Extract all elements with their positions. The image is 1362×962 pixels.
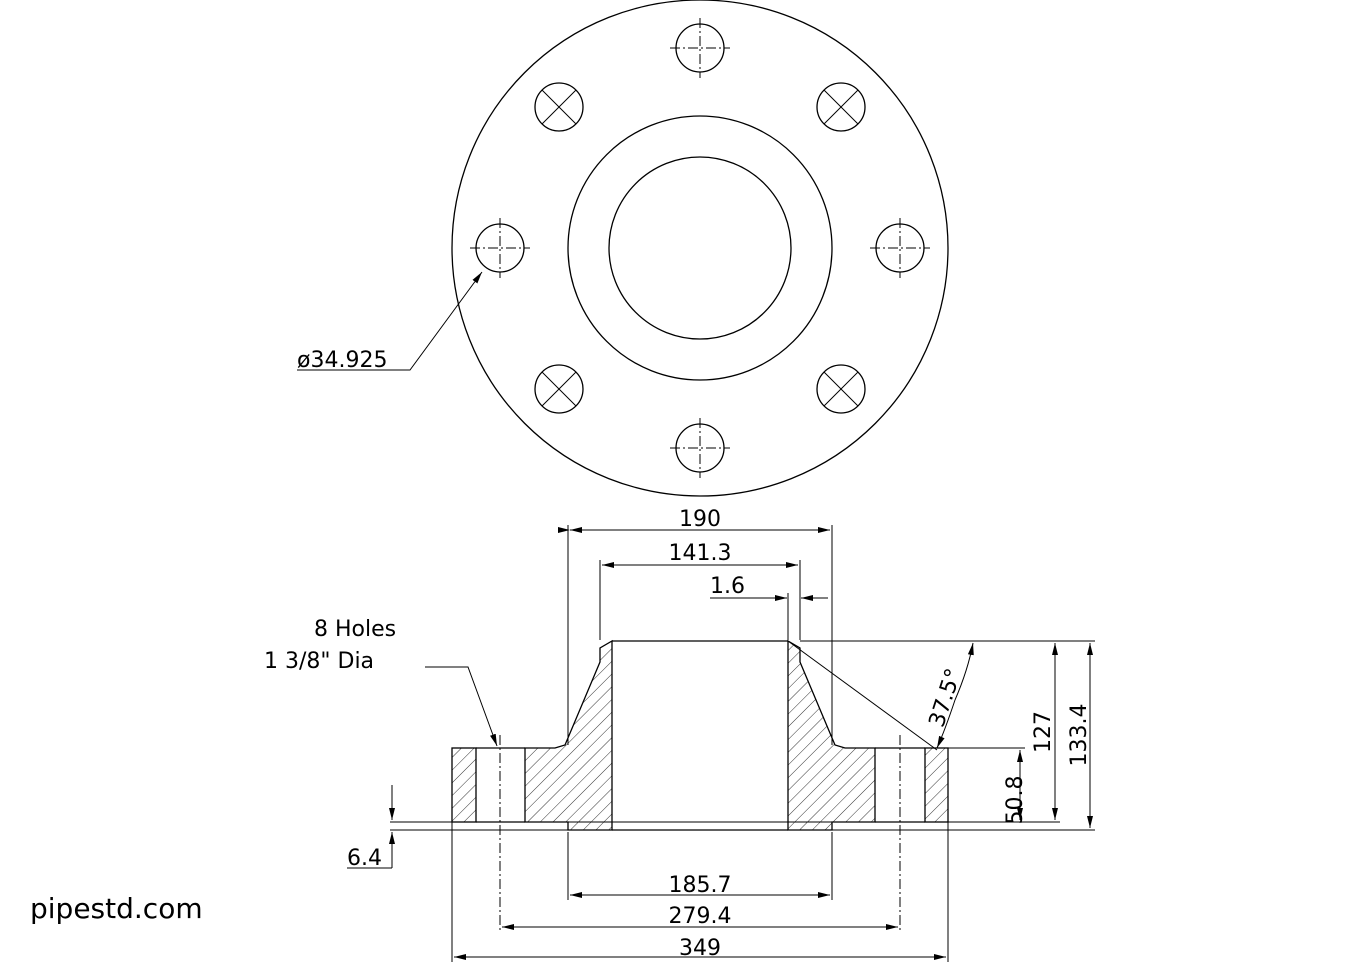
dim-1-6: 1.6 — [710, 574, 745, 599]
bolt-hole — [870, 218, 930, 278]
dim-190: 190 — [679, 507, 721, 532]
holes-note-line2: 1 3/8" Dia — [264, 649, 374, 674]
bolt-hole — [816, 82, 866, 132]
bolt-holes — [470, 18, 930, 478]
bolt-hole — [534, 82, 584, 132]
bolt-hole — [534, 364, 584, 414]
flange-ring-right — [924, 747, 949, 823]
dim-6-4: 6.4 — [347, 846, 382, 871]
bolt-hole — [816, 364, 866, 414]
bolt-hole — [470, 218, 530, 278]
holes-note-leader — [425, 666, 498, 747]
dim-angle: 37.5° — [925, 666, 967, 731]
flange-ring-left — [451, 747, 477, 823]
flange-outer-circle — [451, 0, 949, 497]
brand-watermark: pipestd.com — [30, 892, 203, 925]
top-view: ø34.925 — [297, 0, 949, 497]
dim-133-4: 133.4 — [1067, 704, 1092, 767]
bolt-hole — [670, 418, 730, 478]
holes-note-line1: 8 Holes — [314, 617, 396, 642]
hole-diameter-label: ø34.925 — [297, 348, 387, 373]
dim-127: 127 — [1031, 711, 1056, 753]
dim-141-3: 141.3 — [669, 541, 732, 566]
bore-circle — [608, 156, 792, 340]
hole-diameter-leader — [297, 271, 483, 371]
dim-50-8: 50.8 — [1003, 776, 1028, 825]
bolt-hole — [670, 18, 730, 78]
dim-279-4: 279.4 — [669, 904, 732, 929]
raised-face-circle — [567, 115, 833, 381]
section-view: 190 141.3 1.6 50.8 127 133.4 6.4 185.7 2… — [264, 507, 1095, 962]
dim-349: 349 — [679, 936, 721, 961]
dim-185-7: 185.7 — [669, 873, 732, 898]
